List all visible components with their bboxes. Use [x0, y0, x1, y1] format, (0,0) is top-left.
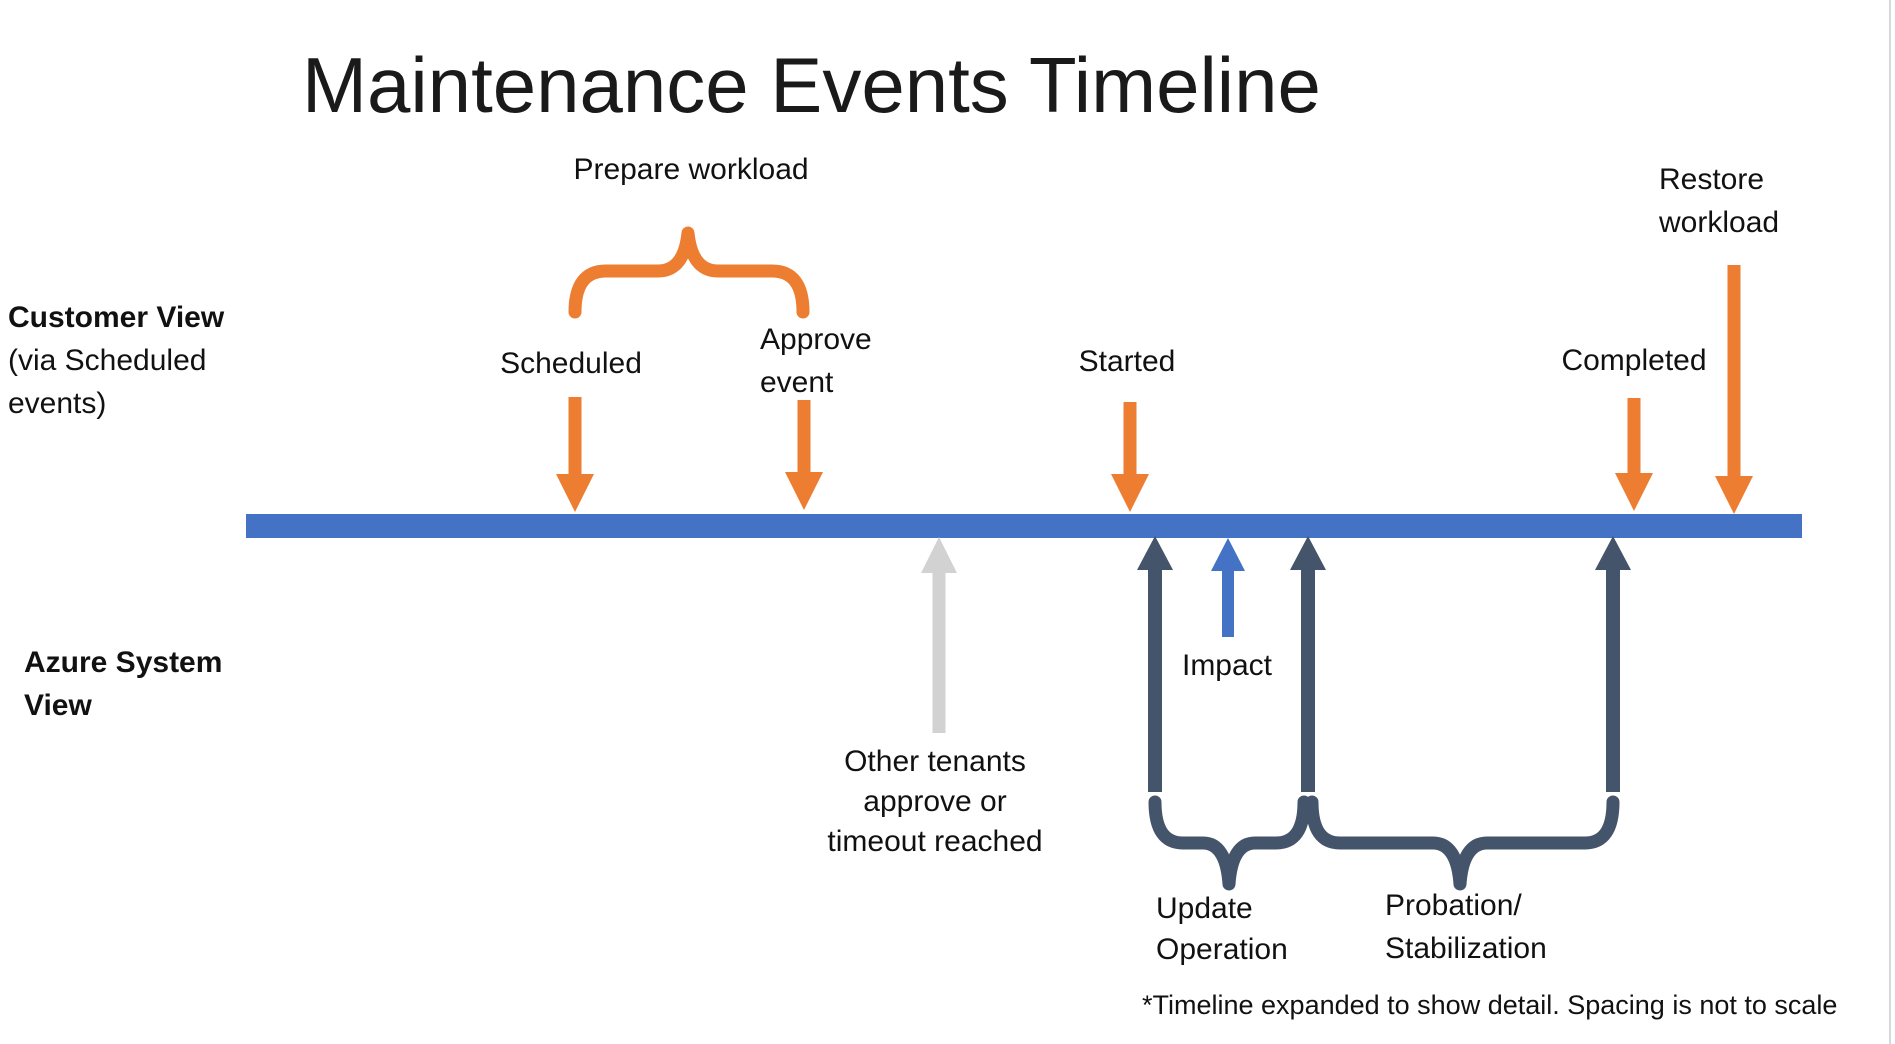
scale-disclaimer-footnote: *Timeline expanded to show detail. Spaci…	[1142, 990, 1838, 1020]
started-arrow-down-icon	[1111, 402, 1149, 512]
restore-workload-line2: workload	[1659, 206, 1780, 239]
probation-stabilization-label: Probation/ Stabilization	[1385, 884, 1547, 970]
approve-event-line2: event	[760, 366, 834, 399]
update-operation-line1: Update	[1156, 892, 1253, 925]
started-label: Started	[1078, 345, 1176, 378]
restore-workload-label: Restore workload	[1659, 158, 1779, 244]
update-operation-brace	[1148, 795, 1311, 891]
customer-view-subtitle-line1: (via Scheduled	[8, 344, 207, 377]
scheduled-label: Scheduled	[500, 347, 642, 380]
other-tenants-arrow-up-icon	[921, 537, 957, 733]
page-title: Maintenance Events Timeline	[302, 41, 1321, 129]
azure-system-view-lane-label: Azure System View	[24, 641, 222, 727]
azure-view-title-line2: View	[24, 689, 92, 722]
probation-stabilization-brace	[1305, 795, 1620, 891]
approve-event-arrow-down-icon	[785, 400, 823, 510]
prepare-workload-label: Prepare workload	[573, 153, 809, 186]
customer-view-lane-label: Customer View (via Scheduled events)	[8, 296, 224, 425]
prepare-workload-brace	[568, 226, 810, 319]
restore-workload-line1: Restore	[1659, 163, 1765, 196]
approve-event-label: Approve event	[760, 318, 872, 404]
update-operation-label: Update Operation	[1156, 888, 1288, 970]
other-tenants-label: Other tenants approve or timeout reached	[827, 742, 1042, 862]
update-end-arrow-up-icon	[1290, 536, 1326, 792]
approve-event-line1: Approve	[760, 323, 872, 356]
impact-arrow-up-icon	[1211, 538, 1245, 637]
customer-view-subtitle-line2: events)	[8, 387, 107, 420]
other-tenants-line3: timeout reached	[827, 825, 1043, 858]
other-tenants-line1: Other tenants	[844, 745, 1026, 778]
azure-view-title-line1: Azure System	[24, 646, 223, 679]
scheduled-arrow-down-icon	[556, 397, 594, 512]
restore-workload-arrow-down-icon	[1715, 265, 1753, 514]
probation-end-arrow-up-icon	[1595, 536, 1631, 792]
update-start-arrow-up-icon	[1137, 536, 1173, 792]
probation-stabilization-line2: Stabilization	[1385, 932, 1547, 965]
probation-stabilization-line1: Probation/	[1385, 889, 1522, 922]
timeline-bar	[246, 514, 1802, 538]
completed-label: Completed	[1561, 344, 1707, 377]
customer-view-title: Customer View	[8, 301, 225, 334]
other-tenants-line2: approve or	[863, 785, 1007, 818]
impact-label: Impact	[1181, 649, 1273, 682]
update-operation-line2: Operation	[1156, 933, 1288, 966]
completed-arrow-down-icon	[1615, 398, 1653, 511]
window-right-edge-divider	[1889, 0, 1891, 1044]
